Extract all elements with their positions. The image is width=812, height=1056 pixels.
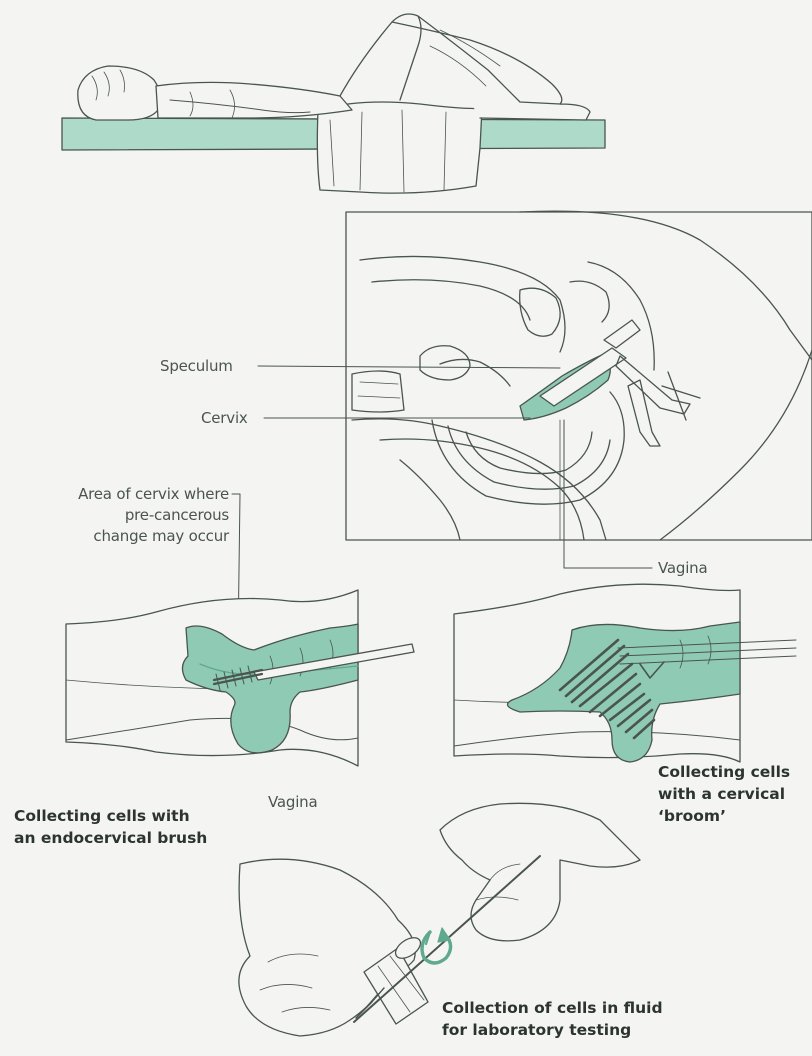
vagina-label-left: Vagina <box>268 792 317 812</box>
area-label-line2: pre-cancerous <box>125 505 229 525</box>
cervix-label: Cervix <box>201 408 248 428</box>
endocervical-brush-panel <box>66 590 414 766</box>
fluid-caption-line1: Collection of cells in fluid <box>442 998 663 1019</box>
area-label-line1: Area of cervix where <box>78 484 229 504</box>
cervical-broom-panel <box>454 584 796 762</box>
drape-sheet <box>317 102 482 193</box>
cross-section-panel <box>346 211 812 540</box>
area-label-line3: change may occur <box>93 526 229 546</box>
patient-on-table-scene <box>62 14 605 193</box>
brush-caption-line2: an endocervical brush <box>14 828 207 849</box>
speculum-label: Speculum <box>160 356 233 376</box>
patient-head <box>78 66 160 120</box>
fluid-caption-line2: for laboratory testing <box>442 1020 631 1041</box>
broom-caption-line2: with a cervical <box>658 784 785 805</box>
broom-caption-line1: Collecting cells <box>658 762 790 783</box>
broom-caption-line3: ‘broom’ <box>658 806 726 827</box>
patient-torso <box>156 82 352 118</box>
vagina-label-top: Vagina <box>658 558 707 578</box>
upper-hand <box>440 803 640 941</box>
brush-caption-line1: Collecting cells with <box>14 806 190 827</box>
